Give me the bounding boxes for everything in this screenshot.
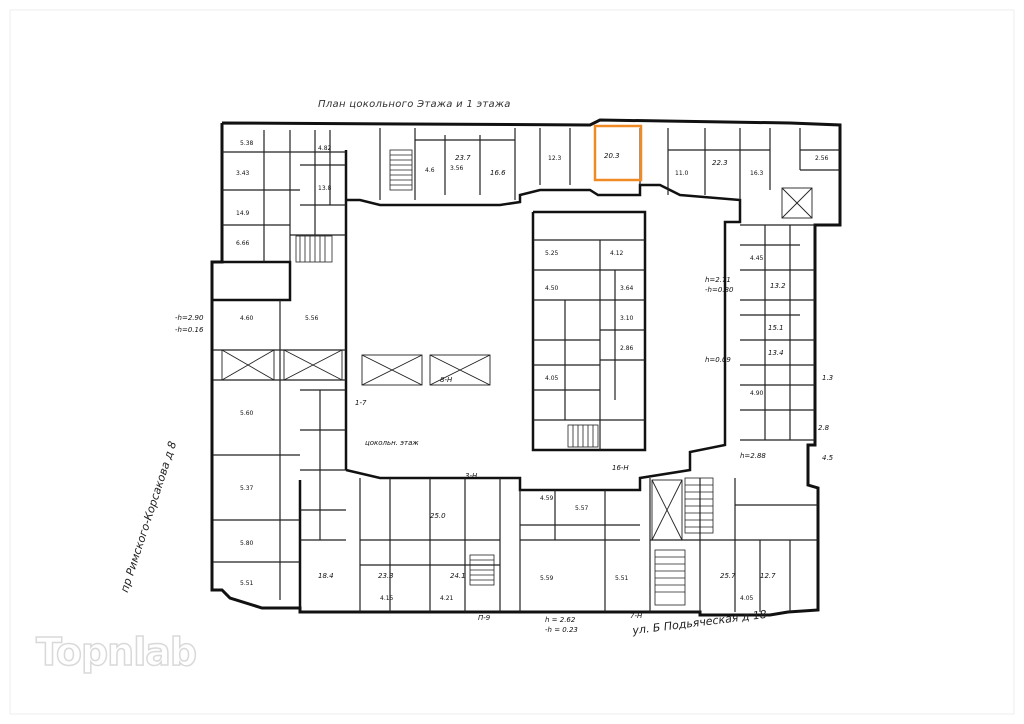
mark-2-8: 2.8 <box>818 424 830 432</box>
plan-labels: цокольн. этаж h = 2.62 -h = 0.23 20.3 23… <box>175 152 834 634</box>
svg-text:5.60: 5.60 <box>240 410 254 417</box>
mark-3-h: 3-Н <box>465 472 478 480</box>
room-area-12-7: 12.7 <box>760 572 776 580</box>
svg-text:5.57: 5.57 <box>575 505 589 512</box>
mark-7-h: 7-Н <box>630 612 643 620</box>
svg-text:4.90: 4.90 <box>750 390 764 397</box>
svg-text:13.8: 13.8 <box>318 185 332 192</box>
svg-text:4.45: 4.45 <box>750 255 764 262</box>
height-left-2: -h=0.16 <box>175 326 204 334</box>
svg-text:5.56: 5.56 <box>305 315 319 322</box>
staircases <box>295 149 714 606</box>
svg-text:5.80: 5.80 <box>240 540 254 547</box>
svg-text:4.60: 4.60 <box>240 315 254 322</box>
height-label-bottom-2: -h = 0.23 <box>545 626 578 634</box>
outer-walls <box>210 118 842 617</box>
svg-text:4.12: 4.12 <box>610 250 624 257</box>
room-area-16-6: 16.6 <box>490 169 506 177</box>
svg-text:3.56: 3.56 <box>450 165 464 172</box>
room-area-13-4: 13.4 <box>768 349 784 357</box>
svg-text:4.6: 4.6 <box>425 167 435 174</box>
svg-text:4.59: 4.59 <box>540 495 554 502</box>
dimension-labels: 5.38 3.43 14.9 6.66 4.82 13.8 3.56 4.6 1… <box>236 140 829 602</box>
height-right-2: -h=0.80 <box>705 286 734 294</box>
svg-text:16.3: 16.3 <box>750 170 764 177</box>
room-area-24-1: 24.1 <box>450 572 466 580</box>
room-area-23-3: 23.3 <box>378 572 394 580</box>
height-left-1: -h=2.90 <box>175 314 204 322</box>
svg-text:5.59: 5.59 <box>540 575 554 582</box>
svg-text:12.3: 12.3 <box>548 155 562 162</box>
room-area-22-3: 22.3 <box>712 159 728 167</box>
room-area-25-0: 25.0 <box>430 512 446 520</box>
room-area-25-7: 25.7 <box>720 572 736 580</box>
svg-text:6.66: 6.66 <box>236 240 250 247</box>
svg-text:5.51: 5.51 <box>240 580 254 587</box>
plan-title: План цокольного Этажа и 1 этажа <box>318 99 511 110</box>
svg-text:2.86: 2.86 <box>620 345 634 352</box>
sheet-border <box>9 9 1015 715</box>
svg-text:2.56: 2.56 <box>815 155 829 162</box>
room-area-13-2: 13.2 <box>770 282 786 290</box>
svg-text:4.50: 4.50 <box>545 285 559 292</box>
svg-text:5.37: 5.37 <box>240 485 254 492</box>
room-area-23-7: 23.7 <box>455 154 471 162</box>
svg-text:5.51: 5.51 <box>615 575 629 582</box>
svg-text:3.64: 3.64 <box>620 285 634 292</box>
height-right-1: h=2.71 <box>705 276 731 284</box>
mark-16-h: 16-Н <box>612 464 629 472</box>
svg-text:4.05: 4.05 <box>740 595 754 602</box>
mark-4-5: 4.5 <box>822 454 834 462</box>
height-right-3: h=0.09 <box>705 356 731 364</box>
basement-floor-label: цокольн. этаж <box>365 439 419 447</box>
svg-text:14.9: 14.9 <box>236 210 250 217</box>
height-label-bottom-1: h = 2.62 <box>545 616 576 624</box>
room-partitions <box>213 128 840 612</box>
mark-8-h: 8-Н <box>440 376 453 384</box>
svg-text:4.15: 4.15 <box>380 595 394 602</box>
room-area-15-1: 15.1 <box>768 324 784 332</box>
mark-p-9: П-9 <box>478 614 491 622</box>
svg-text:3.10: 3.10 <box>620 315 634 322</box>
room-area-18-4: 18.4 <box>318 572 334 580</box>
brand-watermark: Topnlab <box>35 629 198 675</box>
height-right-4: h=2.88 <box>740 452 766 460</box>
svg-text:5.25: 5.25 <box>545 250 559 257</box>
svg-text:11.0: 11.0 <box>675 170 689 177</box>
highlighted-unit[interactable] <box>593 124 643 182</box>
mark-1-3: 1.3 <box>822 374 833 382</box>
room-area-20-3: 20.3 <box>604 152 620 160</box>
svg-text:4.82: 4.82 <box>318 145 332 152</box>
mark-1-7: 1-7 <box>355 399 367 407</box>
svg-text:3.43: 3.43 <box>236 170 250 177</box>
svg-text:4.05: 4.05 <box>545 375 559 382</box>
svg-text:4.21: 4.21 <box>440 595 454 602</box>
inner-walls <box>213 150 742 612</box>
svg-text:5.38: 5.38 <box>240 140 254 147</box>
cross-hatched-blocks <box>221 187 813 541</box>
